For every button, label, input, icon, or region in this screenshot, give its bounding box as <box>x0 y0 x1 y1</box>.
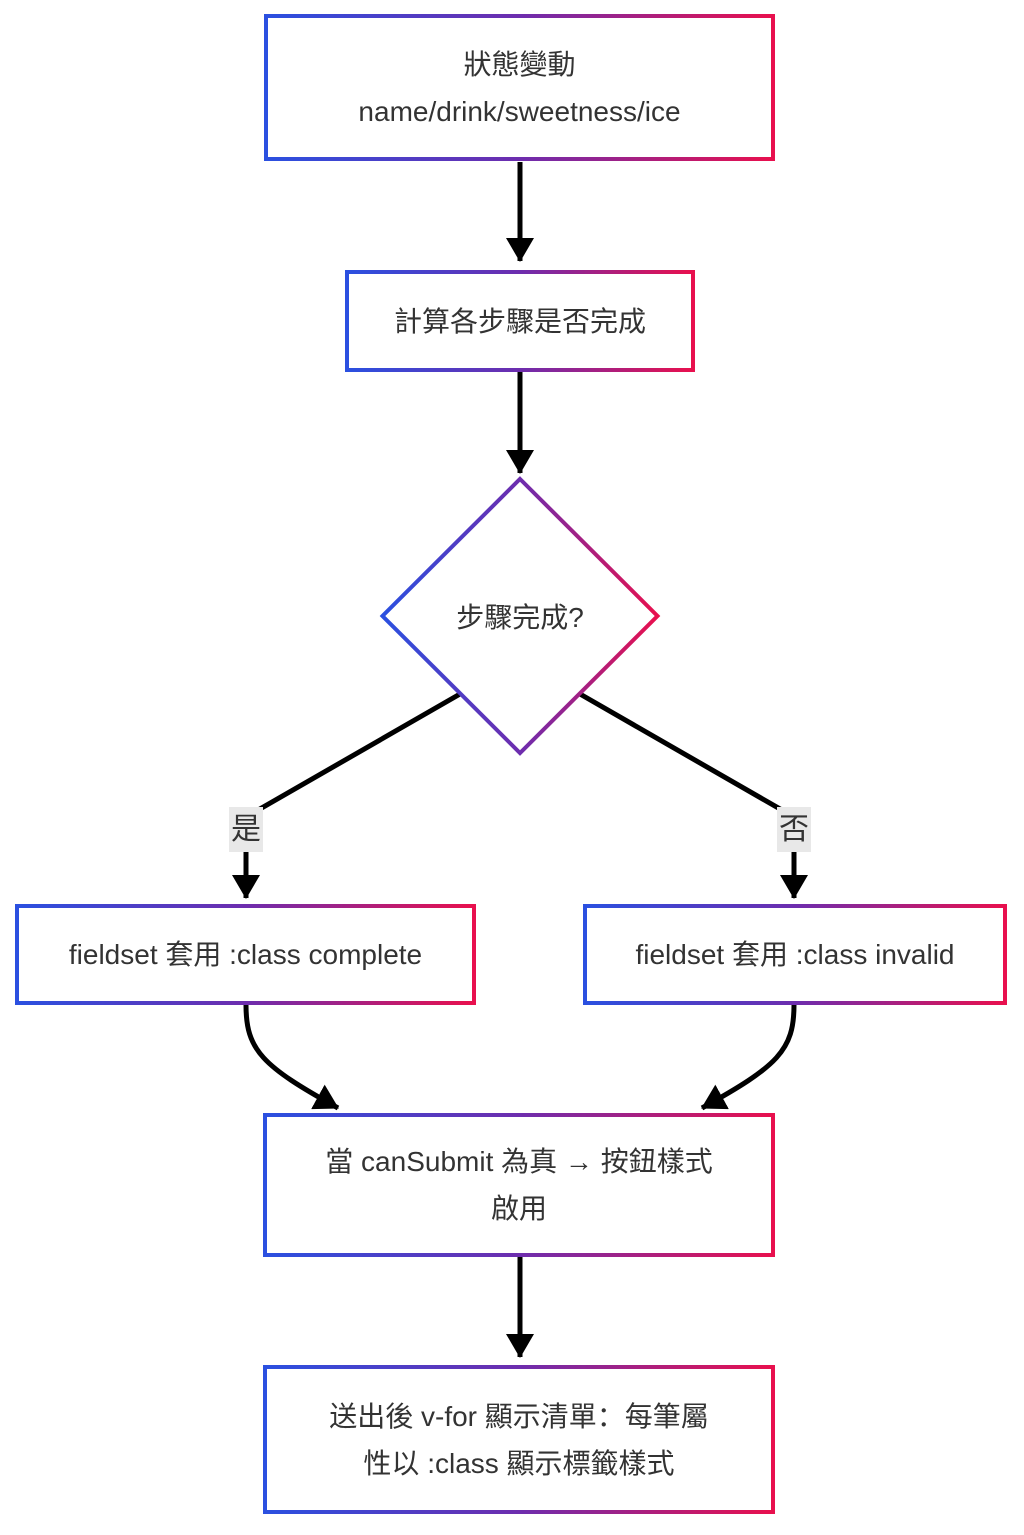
node-can-submit: 當 canSubmit 為真 → 按鈕樣式 啟用 <box>263 1113 775 1257</box>
node-state-change: 狀態變動 name/drink/sweetness/ice <box>264 14 775 161</box>
edge-decision-yes <box>232 691 462 899</box>
node-class-invalid: fieldset 套用 :class invalid <box>583 904 1007 1005</box>
edge-decision-no <box>578 691 808 899</box>
edge-complete-to-cansubmit <box>243 1004 340 1111</box>
node-steps-complete-label: 步驟完成? <box>456 602 584 633</box>
node-compute-steps: 計算各步驟是否完成 <box>345 270 695 372</box>
edge-label-yes: 是 <box>229 807 263 852</box>
edge-label-no: 否 <box>777 807 811 852</box>
edge-invalid-to-cansubmit <box>700 1004 797 1111</box>
node-vfor-list: 送出後 v-for 顯示清單：每筆屬 性以 :class 顯示標籤樣式 <box>263 1365 775 1514</box>
node-steps-complete-shape <box>379 476 661 756</box>
node-class-complete: fieldset 套用 :class complete <box>15 904 476 1005</box>
